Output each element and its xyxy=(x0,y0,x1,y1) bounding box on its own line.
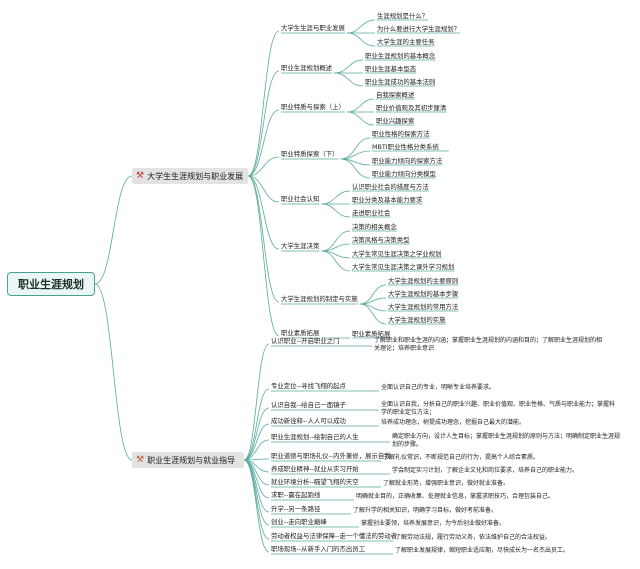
subtopic-label: 大学生涯规划的实施 xyxy=(388,316,446,324)
root-label: 职业生涯规划 xyxy=(18,278,84,291)
topic-label: 专业定位--寻找飞翔的起点 xyxy=(271,382,346,390)
topic-note: 培养成功理念，树提成功理念，挖掘自己最大的潜能。 xyxy=(381,419,526,426)
connector-line xyxy=(321,190,351,205)
connector-line xyxy=(243,459,270,526)
topic-note: 了解职业发展规律，缩短职业适应期，尽快成长为一名杰出员工。 xyxy=(395,547,570,554)
topic-label: 职业社会认知 xyxy=(281,195,320,203)
subtopic-label: 职业价值观及其初步厘清 xyxy=(376,104,447,112)
topic-label: 升学--另一条路径 xyxy=(271,505,321,513)
connector-line xyxy=(243,407,270,461)
connector-line xyxy=(321,250,351,272)
subtopic-label: 大学生涯规划的基本步骤 xyxy=(388,290,459,298)
subtopic-label: 大学生涯的主要任务 xyxy=(377,38,435,46)
connector-line xyxy=(334,59,364,74)
crossed-tools-icon: ⚒ xyxy=(136,455,145,465)
topic-note: 了解职业和职业生涯的内涵；掌握职业生涯规划的内涵和目的；了解职业生涯规划的相关理… xyxy=(374,337,603,352)
subtopic-label: 职业能力倾向分类模型 xyxy=(372,170,436,178)
subtopic-label: 认识职业社会的措度与方法 xyxy=(352,183,429,191)
subtopic-label: 大学生常见生涯决策之课外学习规划 xyxy=(352,263,455,271)
topic-note: 了解就业形势，增强职业意识，做好就业准备。 xyxy=(383,480,510,487)
subtopic-label: 为什么要进行大学生涯规划？ xyxy=(377,25,461,33)
subtopic-label: 职业素质拓展 xyxy=(352,330,391,338)
topic-label: 劳动者权益与法律保障--走一个懂法的劳动者 xyxy=(271,532,398,540)
topic-label: 创业--走向职业巅峰 xyxy=(271,518,327,526)
subtopic-label: 生涯规划是什么？ xyxy=(377,12,429,20)
subtopic-label: 职业生涯基本型态 xyxy=(365,65,417,73)
connector-line xyxy=(243,439,270,461)
connector-line xyxy=(321,230,351,252)
connector-line xyxy=(346,98,375,113)
topic-label: 求职--赢在起跑线 xyxy=(271,491,321,499)
subtopic-label: 大学生涯规划的主要原则 xyxy=(388,277,459,285)
topic-note: 了解升学的相关知识，明确学习目标，做好考前准备。 xyxy=(353,507,498,514)
connector-line xyxy=(346,111,375,126)
subtopic-label: 走进职业社会 xyxy=(352,209,391,217)
connector-line xyxy=(247,175,280,203)
topic-label: 认识自我--给自己一面镜子 xyxy=(271,401,346,409)
topic-label: 职业特质与探索（上） xyxy=(281,103,345,111)
connector-line xyxy=(243,423,270,461)
connector-line xyxy=(247,175,280,303)
subtopic-label: 自我探索概述 xyxy=(376,91,415,99)
topic-label: 职业特质探索（下） xyxy=(281,150,339,158)
topic-note: 全面认识自己的专业，明晰专业培养要求。 xyxy=(381,384,496,391)
connector-line xyxy=(94,283,133,461)
connector-line xyxy=(340,158,371,179)
topic-note: 学会制定实习计划，了解企业文化和岗位要求，培养自己的职业能力。 xyxy=(392,467,579,474)
connector-line xyxy=(247,70,280,177)
topic-note: 了解礼仪常识，不断规范自己的行为，提高个人综合素质。 xyxy=(383,454,540,461)
topic-note: 确定职业方向，设计人生目标；掌握职业生涯规划的原则与方法；明确制定职业生涯规划的… xyxy=(392,433,621,448)
connector-line xyxy=(247,175,280,337)
connector-line xyxy=(359,303,387,325)
topic-label: 职场现场--从新手入门的杰出员工 xyxy=(271,545,366,553)
subtopic-label: 职业兴趣探索 xyxy=(376,117,415,125)
connector-line xyxy=(247,175,280,250)
subtopic-label: 决策的相关概念 xyxy=(352,223,397,231)
connector-line xyxy=(243,459,270,553)
connector-line xyxy=(346,19,376,34)
connector-line xyxy=(321,203,351,218)
crossed-tools-icon: ⚒ xyxy=(136,171,145,181)
subtopic-label: 职业生涯成功的基本法则 xyxy=(365,78,436,86)
connector-line xyxy=(346,32,376,47)
topic-note: 全面认识自我，分析自己的职业兴趣、职业价值观、职业性格、气质与职业能力；掌握科学… xyxy=(381,401,616,416)
subtopic-label: 决策风格与决策类型 xyxy=(352,236,410,244)
topic-note: 明确就业目的，正确收集、处理就业信息，掌握求职技巧，合理包装自己。 xyxy=(356,493,555,500)
branch-node-career-development: ⚒ 大学生生涯规划与职业发展 xyxy=(132,168,248,184)
topic-label: 大学生涯决策 xyxy=(281,242,320,250)
root-node: 职业生涯规划 xyxy=(7,272,95,296)
branch-node-employment-guidance: ⚒ 职业生涯规划与就业指导 xyxy=(132,452,244,468)
topic-label: 成功新诠释--人人可以成功 xyxy=(271,417,346,425)
topic-label: 认识职业--开启职业之门 xyxy=(271,337,340,345)
topic-label: 职业素质拓展 xyxy=(281,329,320,337)
connector-line xyxy=(94,175,133,285)
topic-label: 职业生涯规划概述 xyxy=(281,64,333,72)
subtopic-label: 大学生涯规划的常用方法 xyxy=(388,303,459,311)
connector-line xyxy=(243,343,270,461)
topic-label: 养成职业精神--就业从实习开始 xyxy=(271,465,359,473)
connector-line xyxy=(247,109,280,177)
subtopic-label: 职业性格的探索方法 xyxy=(372,130,430,138)
connector-line xyxy=(334,72,364,87)
connector-line xyxy=(247,156,280,177)
connector-line xyxy=(340,137,371,160)
topic-note: 了解劳动法规，履行劳动义务，依法维护自己的合法权益。 xyxy=(395,534,552,541)
branch-label: 职业生涯规划与就业指导 xyxy=(147,455,236,465)
connector-line xyxy=(340,150,371,160)
topic-label: 就业环境分析--瞄望飞翔的天空 xyxy=(271,478,359,486)
topic-note: 掌握创业要领，培养发展意识，为今后创业做好准备。 xyxy=(361,520,506,527)
topic-label: 职业道德与职场礼仪--内外兼修，展示自我 xyxy=(271,452,391,460)
connector-line xyxy=(247,30,280,177)
topic-label: 大学生涯规划的制定与实施 xyxy=(281,295,358,303)
topic-label: 大学生生涯与职业发展 xyxy=(281,24,345,32)
topic-label: 职业生涯规划--绘制自己的人生 xyxy=(271,433,359,441)
branch-label: 大学生生涯规划与职业发展 xyxy=(147,171,244,181)
subtopic-label: MBTI职业性格分类系统 xyxy=(372,143,439,151)
subtopic-label: 职业能力倾向的探索方法 xyxy=(372,157,443,165)
subtopic-label: 大学生常见生涯决策之学业规划 xyxy=(352,250,442,258)
subtopic-label: 职业分类及基本能力要求 xyxy=(352,196,423,204)
subtopic-label: 职业生涯规划的基本概念 xyxy=(365,52,436,60)
